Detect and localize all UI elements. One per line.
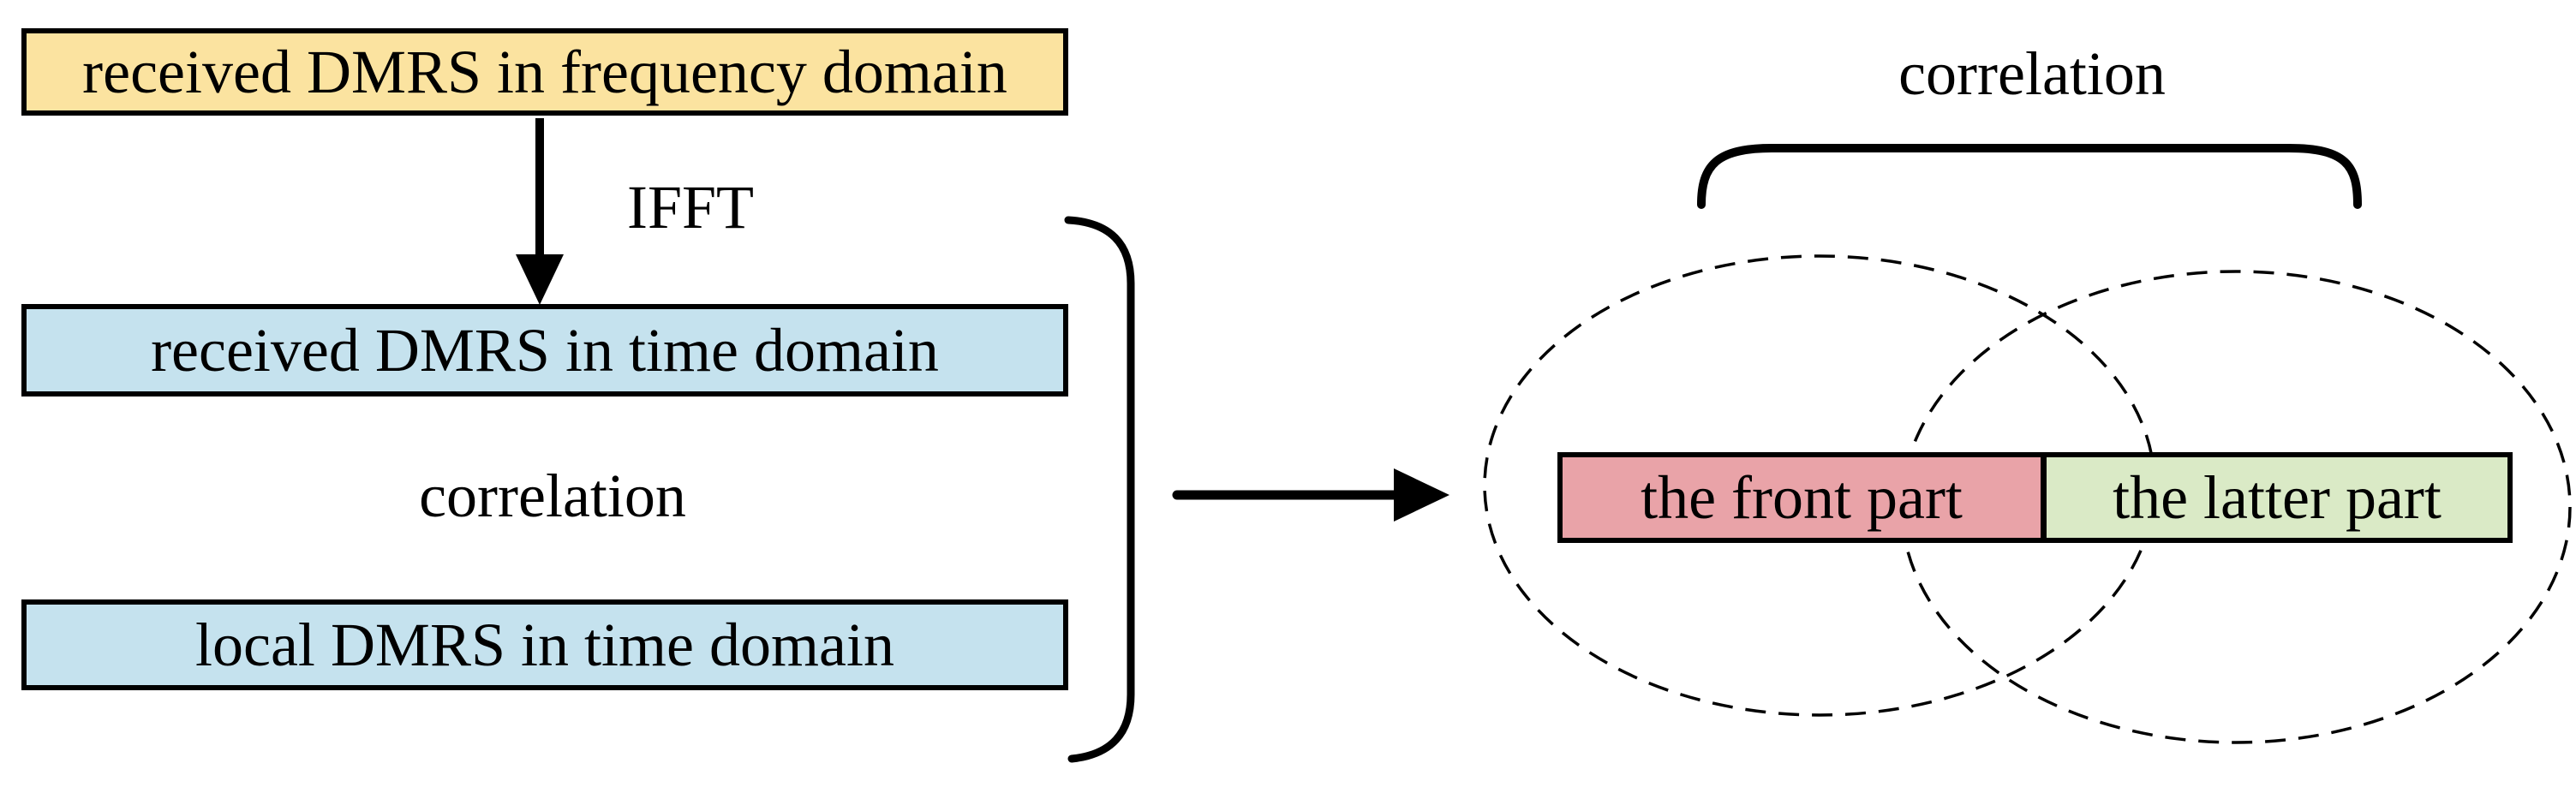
overbrace [1697, 144, 2362, 209]
front-part-segment: the front part [1563, 457, 2041, 538]
box-local-time-label: local DMRS in time domain [195, 610, 894, 679]
box-received-frequency: received DMRS in frequency domain [21, 28, 1068, 116]
group-bracket [1064, 216, 1135, 763]
latter-ellipse [1900, 270, 2572, 744]
right-arrow [1172, 468, 1449, 522]
correlation-bar: the front part the latter part [1557, 452, 2513, 543]
box-local-time: local DMRS in time domain [21, 599, 1068, 690]
latter-part-label: the latter part [2113, 462, 2442, 532]
down-arrow [516, 118, 564, 305]
front-part-label: the front part [1641, 462, 1963, 532]
box-received-time: received DMRS in time domain [21, 304, 1068, 396]
box-received-time-label: received DMRS in time domain [151, 315, 939, 385]
correlation-left-label: correlation [419, 462, 686, 530]
correlation-right-label: correlation [1898, 39, 2166, 108]
box-received-frequency-label: received DMRS in frequency domain [82, 37, 1007, 106]
latter-part-segment: the latter part [2041, 457, 2507, 538]
ifft-label: IFFT [626, 173, 755, 241]
